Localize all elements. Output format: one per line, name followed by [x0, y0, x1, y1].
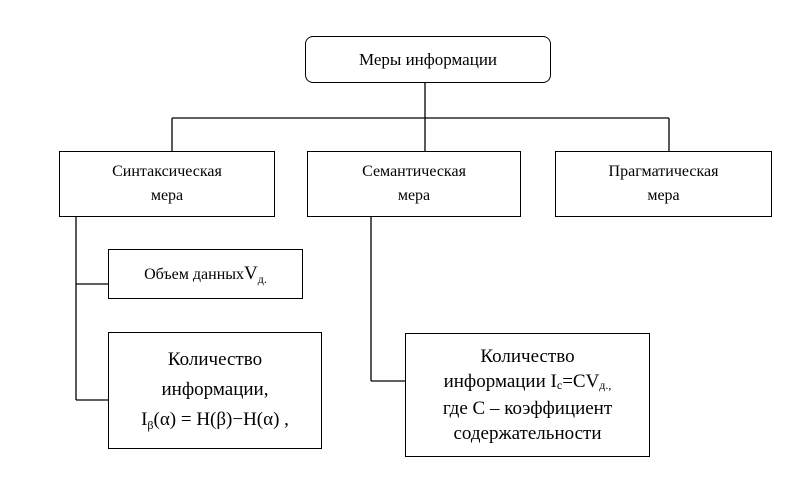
data-volume-text: Объем данных: [144, 266, 245, 283]
semantic-quantity-line4: содержательности: [453, 423, 602, 444]
semantic-quantity-equation: =CV: [562, 371, 600, 392]
formula-rest: (α) = H(β)−H(α) ,: [153, 409, 289, 430]
semantic-measure-line2: мера: [397, 187, 431, 204]
syntactic-measure-line2: мера: [150, 187, 184, 204]
semantic-quantity-subscript-d: д.,: [599, 378, 612, 392]
formula-subscript-beta: β: [147, 418, 154, 432]
semantic-measure-line1: Семантическая: [362, 163, 466, 180]
pragmatic-measure-line2: мера: [647, 187, 680, 204]
semantic-quantity-line3: где С – коэффициент: [442, 398, 613, 419]
syntactic-measure-node: Синтаксическая мера: [59, 151, 275, 217]
semantic-measure-node: Семантическая мера: [307, 151, 521, 217]
root-node-label: Меры информации: [358, 49, 498, 69]
syntactic-quantity-line2: информации,: [161, 379, 269, 400]
semantic-information-quantity-node: Количество информации Ic=CVд., где С – к…: [405, 333, 650, 457]
pragmatic-measure-line1: Прагматическая: [608, 163, 719, 180]
semantic-quantity-subscript-c: c: [556, 378, 563, 392]
pragmatic-measure-node: Прагматическая мера: [555, 151, 772, 217]
data-volume-label: Объем данныхVд.: [144, 263, 267, 286]
data-volume-node: Объем данныхVд.: [108, 249, 303, 299]
semantic-quantity-line1: Количество: [480, 346, 575, 367]
syntactic-information-quantity-node: Количество информации, Iβ(α) = H(β)−H(α)…: [108, 332, 322, 449]
root-node-measures-of-information: Меры информации: [305, 36, 551, 83]
formula-I: I: [141, 409, 148, 430]
syntactic-quantity-formula: Iβ(α) = H(β)−H(α) ,: [141, 405, 289, 436]
syntactic-quantity-line1: Количество: [167, 349, 263, 370]
semantic-quantity-line2-text: информации I: [443, 371, 557, 392]
semantic-quantity-line2: информации Ic=CVд.,: [444, 369, 612, 396]
syntactic-measure-line1: Синтаксическая: [112, 163, 222, 180]
data-volume-symbol: V: [244, 263, 258, 284]
data-volume-subscript: д.: [257, 272, 267, 286]
